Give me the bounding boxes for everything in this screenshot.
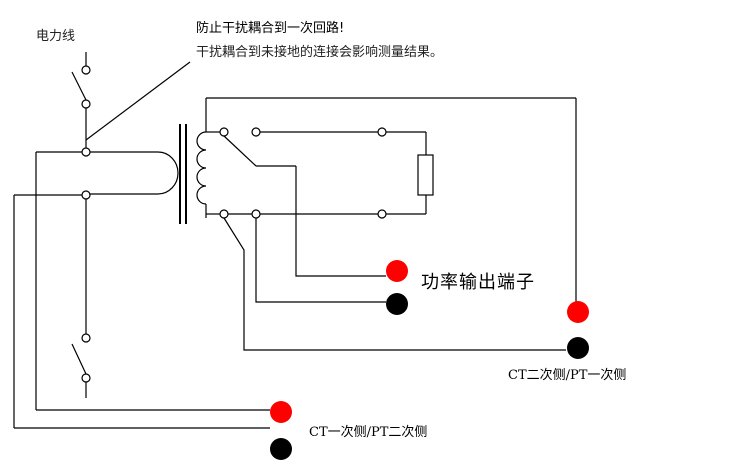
warning-title: 防止干扰耦合到一次回路! bbox=[196, 21, 345, 36]
power-output-label: 功率输出端子 bbox=[421, 272, 535, 293]
output-terminal-red[interactable] bbox=[386, 260, 408, 282]
ct-secondary-label: CT二次侧/PT一次侧 bbox=[508, 368, 627, 383]
power-line-label: 电力线 bbox=[36, 29, 76, 44]
ct-primary-terminal-red[interactable] bbox=[270, 401, 292, 423]
secondary-winding bbox=[196, 97, 577, 302]
warning-body: 干扰耦合到未接地的连接会影响测量结果。 bbox=[196, 45, 444, 60]
top-switch bbox=[71, 65, 91, 109]
load-resistor bbox=[417, 154, 434, 196]
selector-switch bbox=[219, 127, 427, 219]
output-terminal-black[interactable] bbox=[386, 293, 408, 315]
transformer-core bbox=[179, 124, 187, 224]
bottom-switch bbox=[71, 333, 91, 383]
ct-primary-terminal-black[interactable] bbox=[270, 438, 292, 460]
primary-node-bottom bbox=[81, 190, 91, 200]
ct-secondary-terminal-red[interactable] bbox=[567, 301, 589, 323]
primary-node-top bbox=[81, 147, 91, 157]
warning-pointer bbox=[85, 61, 191, 141]
ct-primary-label: CT一次侧/PT二次侧 bbox=[309, 425, 428, 440]
output-wires bbox=[223, 166, 566, 351]
primary-loop bbox=[13, 151, 270, 429]
ct-secondary-terminal-black[interactable] bbox=[567, 337, 589, 359]
